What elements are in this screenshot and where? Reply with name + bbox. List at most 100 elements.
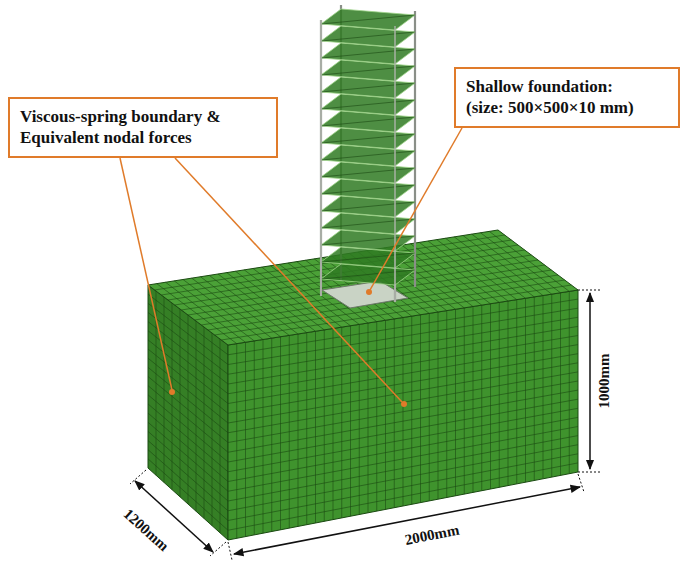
floor-slab xyxy=(321,179,415,200)
mesh-line xyxy=(148,331,228,394)
slab-grid xyxy=(321,270,415,279)
slab-grid xyxy=(321,219,415,228)
floor-slab xyxy=(321,128,415,149)
mesh-line xyxy=(215,280,565,335)
mesh-line xyxy=(195,265,545,320)
mesh-line xyxy=(148,349,228,413)
extension-line xyxy=(578,290,600,291)
column xyxy=(320,20,321,296)
mesh-line xyxy=(148,459,228,530)
mesh-line xyxy=(228,308,578,364)
soil-mesh xyxy=(148,230,578,540)
slab-grid xyxy=(321,32,415,41)
mesh-line xyxy=(228,363,578,423)
mesh-line xyxy=(148,413,228,481)
mesh-line xyxy=(148,322,228,384)
slab-grid xyxy=(321,168,415,177)
dimension-line xyxy=(589,293,591,469)
leader-line xyxy=(175,158,402,402)
mesh-line xyxy=(228,427,578,492)
slab-grid xyxy=(321,236,415,245)
floor-slab xyxy=(321,43,415,64)
leader-dot xyxy=(401,401,407,407)
column xyxy=(414,11,416,287)
mesh-line xyxy=(148,340,228,404)
floor-slab xyxy=(321,230,415,251)
leader-line xyxy=(370,128,462,290)
callout-box: Viscous-spring boundary & Equivalent nod… xyxy=(8,97,278,158)
slab-grid xyxy=(321,15,415,24)
slab-grid xyxy=(321,253,415,262)
leader-dot xyxy=(169,389,175,395)
floor-slab xyxy=(321,77,415,98)
mesh-line xyxy=(188,260,538,315)
callout-box: Shallow foundation:(size: 500×500×10 mm) xyxy=(454,67,680,128)
mesh-line xyxy=(148,312,228,374)
dimension-label: 1200mm xyxy=(119,504,174,556)
mesh-line xyxy=(148,358,228,423)
floor-slab xyxy=(321,60,415,81)
mesh-line xyxy=(228,372,578,433)
floor-slab xyxy=(321,94,415,115)
mesh-line xyxy=(148,450,228,521)
mesh-line xyxy=(148,367,228,432)
floor-slab xyxy=(321,213,415,234)
slab-grid xyxy=(321,202,415,211)
mesh-line xyxy=(228,390,578,452)
slab-grid xyxy=(321,83,415,92)
floor-slab xyxy=(321,111,415,132)
mesh-line xyxy=(228,354,578,414)
slab-grid xyxy=(321,49,415,58)
floor-slab xyxy=(321,196,415,217)
column xyxy=(394,26,395,302)
mesh-line xyxy=(228,463,578,530)
floor-slab xyxy=(321,162,415,183)
leader-line xyxy=(120,158,172,390)
mesh-line xyxy=(228,445,578,511)
floor-slab xyxy=(321,247,415,268)
mesh-line xyxy=(148,294,228,355)
mesh-line xyxy=(228,399,578,462)
callout-text: (size: 500×500×10 mm) xyxy=(466,98,668,118)
extension-line xyxy=(130,470,146,484)
mesh-line xyxy=(228,299,578,355)
slab-grid xyxy=(321,134,415,143)
slab-grid xyxy=(321,151,415,160)
slab-grid xyxy=(321,185,415,194)
mesh-line xyxy=(228,345,578,404)
extension-line xyxy=(228,542,232,560)
mesh-line xyxy=(228,436,578,501)
mesh-line xyxy=(228,417,578,481)
extension-line xyxy=(578,472,600,473)
mesh-line xyxy=(228,454,578,521)
mesh-line xyxy=(148,395,228,462)
mesh-line xyxy=(148,441,228,511)
extension-line xyxy=(210,542,226,556)
slab-grid xyxy=(321,117,415,126)
dimension-label: 1000mm xyxy=(596,352,613,411)
floor-slab xyxy=(321,264,415,285)
mesh-line xyxy=(228,326,578,384)
mesh-line xyxy=(228,381,578,443)
mesh-line xyxy=(148,431,228,501)
mesh-line xyxy=(148,422,228,491)
mesh-line xyxy=(148,404,228,472)
mesh-grid xyxy=(148,231,578,538)
mesh-line xyxy=(228,317,578,374)
leader-lines xyxy=(120,128,462,407)
leader-dot xyxy=(366,289,372,295)
floor-slab xyxy=(321,26,415,47)
mesh-line xyxy=(148,386,228,453)
mesh-line xyxy=(228,408,578,471)
dimension-lines xyxy=(130,290,600,560)
mesh-line xyxy=(161,240,511,295)
slab-grid xyxy=(321,66,415,75)
floor-slab xyxy=(321,9,415,30)
dimension-line xyxy=(234,487,580,554)
building-frame xyxy=(321,5,415,302)
floor-slab xyxy=(321,145,415,166)
column xyxy=(320,20,322,296)
slab-grid xyxy=(321,100,415,109)
dimension-label: 2000mm xyxy=(401,521,462,548)
extension-line xyxy=(578,474,584,492)
